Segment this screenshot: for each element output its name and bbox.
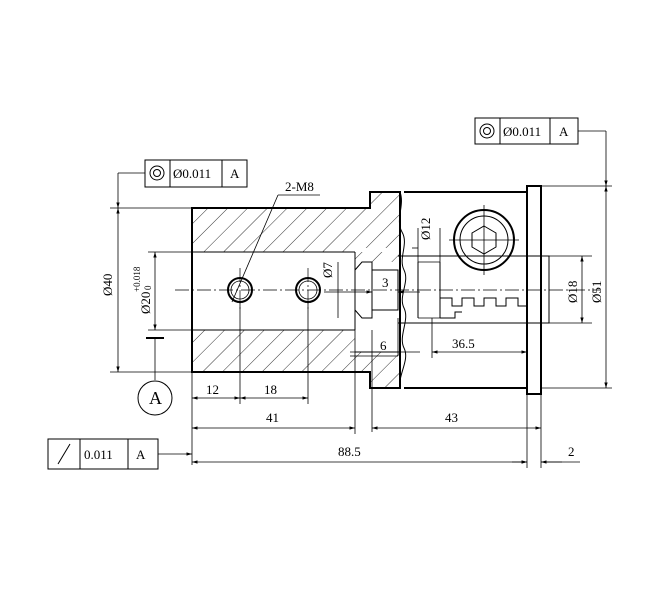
fcf-bottom: 0.011 A <box>47 438 192 470</box>
dim-43-label: 43 <box>445 410 458 425</box>
dim-6: 6 <box>350 318 399 432</box>
dim-88-5: 88.5 <box>192 444 527 464</box>
dim-d51: Ø51 <box>541 185 612 389</box>
fcf-top-left-datum: A <box>230 166 240 181</box>
dim-12-18: 12 18 <box>191 302 309 465</box>
dim-36-5: 36.5 <box>431 318 527 358</box>
thread-callout: 2-M8 <box>231 179 320 303</box>
dim-2-label: 2 <box>568 444 575 459</box>
dim-d20: Ø20 +0.018 0 <box>132 251 192 331</box>
dim-6-label: 6 <box>380 338 387 353</box>
dim-2: 2 <box>512 394 580 468</box>
dim-d18: Ø18 <box>549 255 592 324</box>
dim-3: 3 <box>324 275 420 294</box>
datum-a-label: A <box>149 388 162 408</box>
dim-d20-tol-upper: +0.018 <box>132 266 142 292</box>
dim-3-label: 3 <box>382 275 389 290</box>
dim-43: 43 <box>372 394 542 468</box>
dim-d51-label: Ø51 <box>589 281 604 303</box>
datum-a-symbol: A <box>137 337 173 416</box>
fcf-top-right-value: Ø0.011 <box>503 124 541 139</box>
dim-12-label: 12 <box>206 382 219 397</box>
dim-d18-label: Ø18 <box>565 281 580 303</box>
fcf-top-left: Ø0.011 A <box>116 159 248 208</box>
dim-d7: Ø7 <box>320 262 339 318</box>
dim-d12-label: Ø12 <box>418 218 433 240</box>
dim-88-5-label: 88.5 <box>338 444 361 459</box>
concentricity-icon <box>479 123 495 139</box>
fcf-top-right-datum: A <box>559 124 569 139</box>
dim-d7-label: Ø7 <box>320 262 335 278</box>
dim-d40-label: Ø40 <box>100 274 115 296</box>
dim-d20-tol-lower: 0 <box>143 285 153 290</box>
fcf-top-left-value: Ø0.011 <box>173 166 211 181</box>
left-body-section <box>191 191 420 389</box>
dim-41: 41 <box>192 330 356 434</box>
fcf-bottom-datum: A <box>136 447 146 462</box>
fcf-bottom-value: 0.011 <box>84 447 113 462</box>
dim-18-label: 18 <box>264 382 277 397</box>
runout-icon <box>57 443 71 465</box>
dim-d40: Ø40 <box>100 207 192 373</box>
thread-callout-label: 2-M8 <box>285 179 314 194</box>
fcf-top-right: Ø0.011 A <box>474 117 608 186</box>
dim-41-label: 41 <box>266 410 279 425</box>
dim-36-5-label: 36.5 <box>452 336 475 351</box>
concentricity-icon <box>149 165 165 181</box>
dim-d20-label: Ø20 <box>138 292 153 314</box>
dim-d12: Ø12 <box>412 218 441 262</box>
